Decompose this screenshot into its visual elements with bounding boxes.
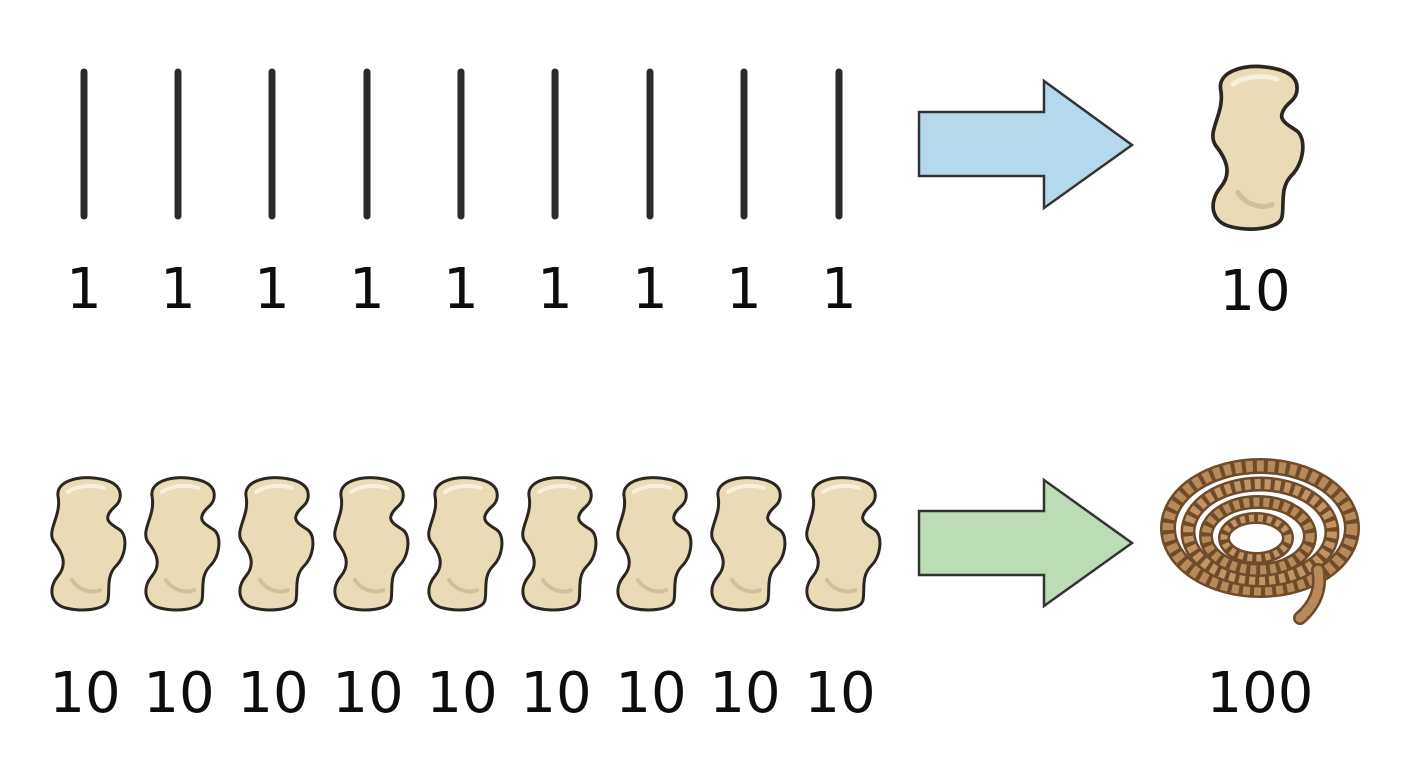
ones-label: 1 (537, 257, 573, 322)
tens-label: 10 (804, 661, 875, 726)
ones-label: 1 (632, 257, 668, 322)
bone-icon (146, 478, 219, 610)
ones-labels: 1 1 1 1 1 1 1 1 1 (66, 257, 857, 322)
result-label-ten: 10 (1219, 259, 1290, 324)
tens-label: 10 (49, 661, 120, 726)
bone-icon (1213, 66, 1303, 229)
ones-label: 1 (254, 257, 290, 322)
tens-labels: 10 10 10 10 10 10 10 10 10 (49, 661, 875, 726)
tens-label: 10 (520, 661, 591, 726)
bone-icon (712, 478, 785, 610)
ones-label: 1 (821, 257, 857, 322)
result-label-hundred: 100 (1207, 661, 1314, 726)
right-arrow-icon (917, 78, 1135, 211)
tally-stroke-group (80, 68, 843, 220)
ones-label: 1 (160, 257, 196, 322)
tens-label: 10 (143, 661, 214, 726)
tens-label: 10 (426, 661, 497, 726)
bone-group (52, 478, 880, 610)
bone-icon (523, 478, 596, 610)
tens-label: 10 (332, 661, 403, 726)
bone-icon (807, 478, 880, 610)
bone-icon (52, 478, 125, 610)
bone-icon (240, 478, 313, 610)
coiled-rope-icon (1160, 458, 1360, 625)
tens-label: 10 (709, 661, 780, 726)
ones-label: 1 (726, 257, 762, 322)
row-tens: 10 10 10 10 10 10 10 10 10 100 (49, 458, 1360, 726)
bone-icon (618, 478, 691, 610)
right-arrow-icon (917, 477, 1135, 609)
tens-label: 10 (237, 661, 308, 726)
row-ones: 1 1 1 1 1 1 1 1 1 10 (66, 66, 1303, 324)
bone-icon (335, 478, 408, 610)
tens-label: 10 (615, 661, 686, 726)
bone-icon (429, 478, 502, 610)
ones-label: 1 (66, 257, 102, 322)
ones-label: 1 (443, 257, 479, 322)
ones-label: 1 (349, 257, 385, 322)
